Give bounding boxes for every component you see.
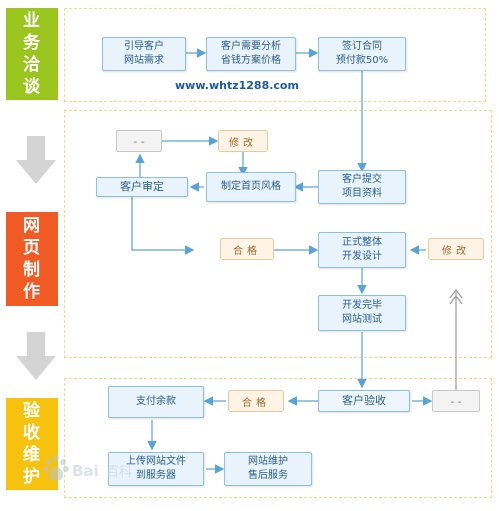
box-homepage-style: 制定首页风格 [206, 172, 296, 202]
down-arrow-2 [16, 332, 56, 380]
arrow-review-to-pass [131, 197, 195, 255]
stage-tab-production: 网页制作 [6, 212, 58, 306]
box-client-submit: 客户提交 项目资料 [318, 170, 406, 204]
box-site-maintenance: 网站维护 售后服务 [224, 452, 312, 486]
tag-pass-stage3: 合格 [228, 390, 284, 412]
stage-label-negotiation: 业务洽谈 [23, 11, 41, 97]
tag-modify-right: 修改 [428, 238, 484, 260]
stage-tab-acceptance: 验收维护 [6, 398, 58, 490]
box-sign-contract: 签订合同 预付款50% [318, 37, 406, 71]
box-client-review: 客户审定 [96, 177, 188, 197]
box-formal-design: 正式整体 开发设计 [318, 232, 406, 268]
box-dev-done: 开发完毕 网站测试 [318, 295, 406, 331]
feedback-chevron-2 [449, 295, 463, 305]
baidu-watermark-logo: Bai 百科 [43, 455, 132, 481]
website-url: www.whtz1288.com [175, 79, 299, 92]
face-top: - - [116, 130, 162, 152]
stage-tab-negotiation: 业务洽谈 [6, 8, 58, 100]
box-client-accept: 客户验收 [318, 390, 410, 412]
down-arrow-1 [16, 136, 56, 184]
box-upload-files: 上传网站文件 到服务器 [108, 452, 204, 486]
box-pay-balance: 支付余款 [108, 386, 204, 418]
box-client-analysis: 客户需要分析 省钱方案价格 [206, 37, 296, 71]
stage-label-acceptance: 验收维护 [23, 401, 41, 487]
face-bottom: - - [432, 390, 480, 412]
stage-label-production: 网页制作 [23, 216, 41, 302]
box-guide-client: 引导客户 网站需求 [102, 37, 186, 71]
svg-text:百科: 百科 [106, 465, 132, 480]
tag-modify-top: 修改 [218, 130, 268, 152]
svg-text:Bai: Bai [72, 462, 99, 480]
tag-pass-stage2: 合格 [220, 238, 274, 260]
feedback-chevron [449, 289, 463, 299]
